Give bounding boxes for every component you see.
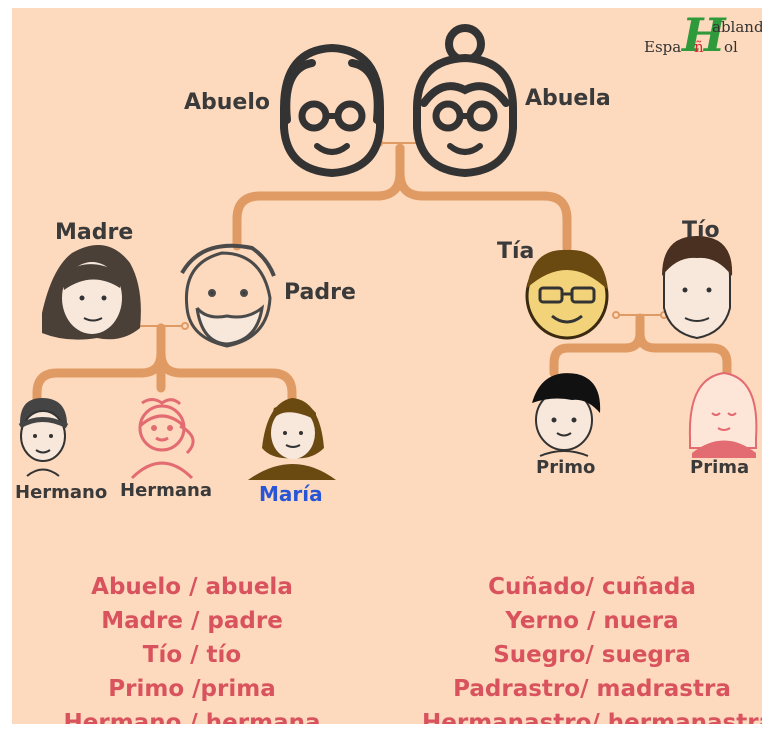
tio-face-icon [662,236,733,340]
vocab-item: Yerno / nuera [505,608,679,634]
family-tree-diagram [18,24,758,480]
abuela-face-icon [413,24,517,178]
abuelo-face-icon [280,43,384,178]
hablando-espanol-logo: H Espa ñ ol abland [644,8,762,68]
label-primo: Primo [536,457,596,478]
padre-face-icon [180,243,276,348]
label-prima: Prima [690,457,750,478]
vocab-item: Suegro/ suegra [493,642,691,668]
label-hermana: Hermana [120,480,213,501]
vocab-item: Tío / tío [142,642,242,668]
label-madre: Madre [55,220,134,245]
hermano-face-icon [18,398,69,477]
label-tia: Tía [497,239,535,264]
hermana-face-icon [130,398,195,480]
logo-text-espa: Espa [644,38,682,56]
logo-letter-h: H [682,8,726,62]
logo-text-enye: ñ [694,38,704,56]
vocab-list-right: Cuñado/ cuñada Yerno / nuera Suegro/ sue… [422,570,762,724]
tia-face-icon [525,249,609,340]
tree-branches [32,143,732,405]
prima-face-icon [688,371,758,458]
label-abuela: Abuela [525,86,611,111]
label-padre: Padre [284,280,356,305]
label-maria: María [259,482,323,506]
vocab-item: Cuñado/ cuñada [488,574,696,600]
label-hermano: Hermano [15,482,108,503]
vocab-item: Padrastro/ madrastra [453,676,731,702]
label-tio: Tío [682,218,720,243]
madre-face-icon [42,245,141,340]
family-tree-canvas: Abuelo Abuela Madre Padre Tía Tío Herman… [12,8,762,724]
logo-text-ol: ol [724,38,738,56]
vocab-list-left: Abuelo / abuela Madre / padre Tío / tío … [42,570,342,724]
vocab-item: Abuelo / abuela [91,574,293,600]
vocab-item: Primo /prima [108,676,276,702]
maria-face-icon [248,398,336,480]
logo-text-abland: abland [712,18,762,36]
vocab-item: Hermano / hermana [63,710,321,724]
label-abuelo: Abuelo [184,90,271,115]
vocab-item: Madre / padre [101,608,283,634]
vocab-item: Hermanastro/ hermanastra [422,710,762,724]
primo-face-icon [532,373,601,457]
